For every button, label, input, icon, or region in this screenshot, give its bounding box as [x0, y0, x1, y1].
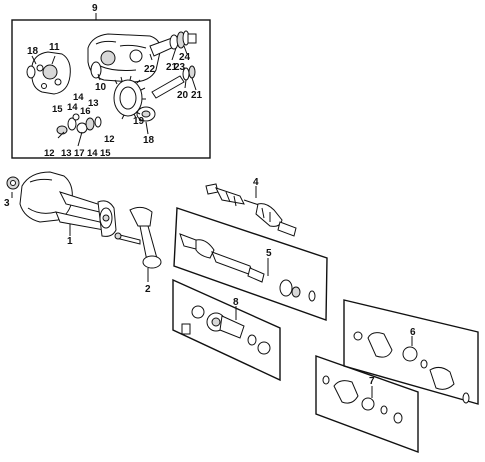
- callout-labels: 9 18 11 10 22 21 23 24 20 21 19 18 14 13…: [4, 3, 416, 387]
- callout-22: 22: [144, 64, 156, 75]
- callout-23: 23: [174, 62, 186, 73]
- half-shaft-assembly: [205, 183, 297, 237]
- callout-4: 4: [253, 177, 259, 188]
- callout-14c: 14: [87, 148, 98, 159]
- callout-19: 19: [133, 116, 145, 127]
- axle-seal: [6, 176, 20, 198]
- boot-kit-box-5: [173, 207, 328, 321]
- pinion-gear-hardware: [56, 113, 102, 147]
- callout-16: 16: [80, 106, 91, 117]
- callout-15b: 15: [100, 148, 111, 159]
- callout-14b: 14: [67, 102, 78, 113]
- callout-18b: 18: [143, 135, 155, 146]
- callout-6: 6: [410, 327, 416, 338]
- detail-leader-lines: [31, 45, 197, 135]
- callout-13a: 13: [88, 98, 99, 109]
- callout-8: 8: [233, 297, 239, 308]
- callout-5: 5: [266, 248, 272, 259]
- callout-2: 2: [145, 284, 151, 295]
- pinion-shaft: [149, 30, 197, 57]
- callout-21b: 21: [191, 90, 203, 101]
- callout-3: 3: [4, 198, 10, 209]
- front-axle-housing: [19, 171, 117, 237]
- callout-24: 24: [179, 52, 191, 63]
- callout-15a: 15: [52, 104, 63, 115]
- callout-9: 9: [92, 3, 98, 14]
- differential-carrier-housing: [87, 33, 161, 83]
- differential-detail-box: [11, 13, 211, 159]
- differential-case: [26, 51, 71, 95]
- callout-20: 20: [177, 90, 189, 101]
- callout-12a: 12: [104, 134, 115, 145]
- callout-11: 11: [49, 42, 60, 53]
- axle-shaft-assembly: [114, 206, 162, 282]
- callout-14a: 14: [73, 92, 84, 103]
- callout-1: 1: [67, 236, 73, 247]
- boot-kit-box-8: [172, 278, 281, 382]
- ring-gear: [113, 75, 146, 120]
- boot-kit-box-7: [315, 355, 419, 454]
- side-bearing: [136, 106, 156, 122]
- callout-13b: 13: [61, 148, 72, 159]
- callout-12b: 12: [44, 148, 55, 159]
- callout-10: 10: [95, 82, 107, 93]
- callout-21a: 21: [166, 62, 178, 73]
- callout-7: 7: [369, 376, 375, 387]
- callout-18a: 18: [27, 46, 39, 57]
- callout-17: 17: [74, 148, 85, 159]
- boot-kit-box-6: [343, 299, 479, 405]
